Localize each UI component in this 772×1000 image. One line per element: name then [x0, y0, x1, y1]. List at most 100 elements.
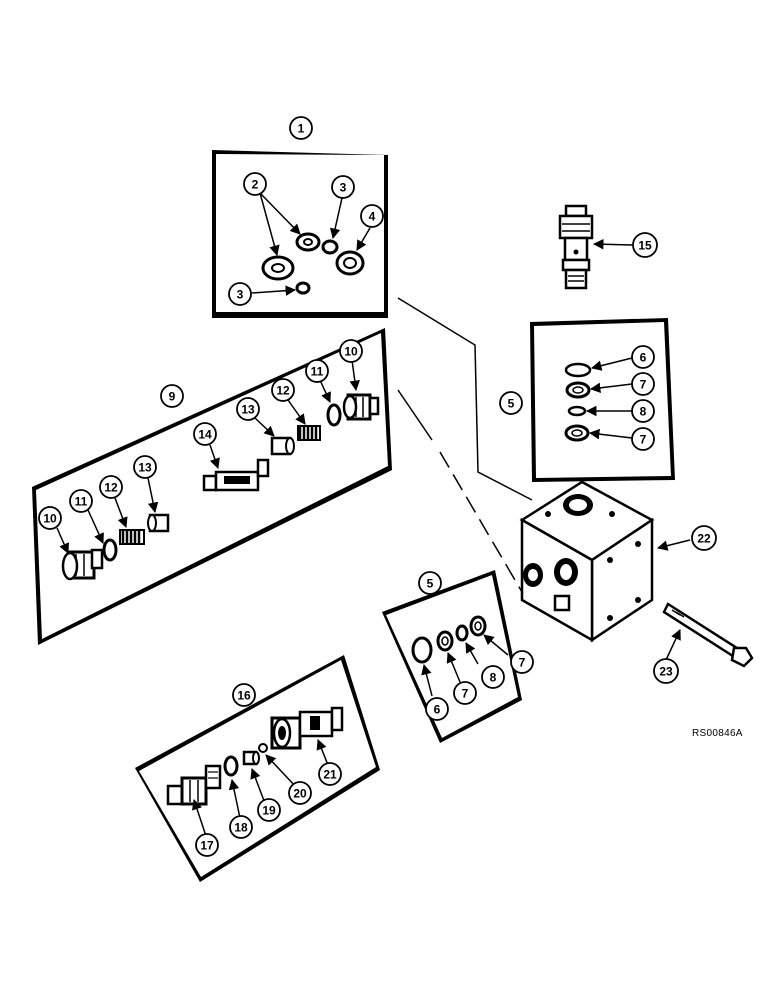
svg-text:2: 2 [252, 178, 259, 192]
ring-7-lower-b [469, 615, 487, 637]
callout-21: 21 [318, 762, 342, 786]
callout-2: 2 [243, 172, 267, 196]
valve-body-22 [519, 480, 655, 643]
callout-6-upper: 6 [631, 345, 655, 369]
ring-11-right [326, 403, 342, 427]
callout-19: 19 [257, 798, 281, 822]
svg-text:19: 19 [262, 804, 276, 818]
callout-10-right: 10 [339, 339, 363, 363]
o-ring-3-upper [321, 239, 339, 255]
svg-text:8: 8 [640, 405, 647, 419]
backup-ring-4 [335, 250, 365, 276]
callout-17: 17 [195, 833, 219, 857]
plug-10-right [342, 393, 380, 421]
svg-text:8: 8 [490, 671, 497, 685]
callout-5-lower: 5 [418, 571, 442, 595]
svg-text:6: 6 [640, 351, 647, 365]
seal-ring-2-small [295, 232, 321, 252]
svg-text:21: 21 [323, 768, 337, 782]
callout-20: 20 [288, 781, 312, 805]
callout-8-lower: 8 [481, 665, 505, 689]
ring-7-upper-a [565, 381, 591, 399]
svg-text:13: 13 [138, 461, 152, 475]
callout-10-left: 10 [38, 506, 62, 530]
svg-text:12: 12 [276, 384, 290, 398]
svg-text:7: 7 [640, 433, 647, 447]
seal-ring-2-large [261, 255, 295, 281]
svg-text:7: 7 [640, 378, 647, 392]
svg-text:4: 4 [369, 210, 376, 224]
ring-18 [223, 755, 239, 777]
relief-cartridge-15 [558, 204, 594, 290]
ring-11-left [102, 538, 118, 562]
svg-text:22: 22 [697, 532, 711, 546]
callout-4: 4 [360, 204, 384, 228]
svg-text:13: 13 [241, 403, 255, 417]
ring-7-lower-a [436, 630, 454, 652]
svg-text:11: 11 [311, 365, 324, 379]
panel-kit-5-lower [382, 570, 522, 743]
callout-13-left: 13 [133, 455, 157, 479]
svg-text:7: 7 [519, 656, 526, 670]
ring-8-upper [567, 405, 587, 417]
svg-text:5: 5 [427, 577, 434, 591]
svg-text:3: 3 [237, 288, 244, 302]
svg-text:7: 7 [462, 687, 469, 701]
callout-6-lower: 6 [425, 697, 449, 721]
callout-5-upper: 5 [499, 391, 523, 415]
callout-22: 22 [691, 525, 717, 551]
svg-text:10: 10 [344, 345, 358, 359]
svg-text:10: 10 [43, 512, 57, 526]
svg-text:14: 14 [198, 428, 212, 442]
ball-20 [258, 743, 268, 753]
drawing-reference-number: RS00846A [692, 728, 743, 739]
svg-text:16: 16 [237, 689, 251, 703]
panel-kit-5-upper [530, 318, 675, 482]
spacer-13-left [147, 513, 170, 533]
callout-15: 15 [632, 232, 658, 258]
callout-23: 23 [653, 658, 679, 684]
plug-10-left [61, 548, 104, 581]
callout-7-upper-b: 7 [631, 427, 655, 451]
callout-7-lower-a: 7 [453, 681, 477, 705]
callout-9: 9 [160, 384, 184, 408]
callout-12-left: 12 [99, 475, 123, 499]
callout-16: 16 [232, 683, 256, 707]
callout-7-lower-b: 7 [510, 650, 534, 674]
callout-11-left: 11 [69, 489, 93, 513]
svg-text:23: 23 [659, 665, 673, 679]
bolt-23 [662, 602, 754, 668]
svg-text:20: 20 [293, 787, 307, 801]
svg-text:3: 3 [340, 181, 347, 195]
callout-7-upper-a: 7 [631, 372, 655, 396]
ring-7-upper-b [564, 424, 590, 442]
svg-text:17: 17 [200, 839, 214, 853]
spool-14 [202, 458, 270, 492]
adapter-21 [270, 706, 344, 750]
svg-text:12: 12 [104, 481, 118, 495]
callout-3-upper: 3 [331, 175, 355, 199]
callout-8-upper: 8 [631, 399, 655, 423]
callout-12-right: 12 [271, 378, 295, 402]
callout-1: 1 [289, 116, 313, 140]
spacer-13-right [270, 436, 295, 456]
callout-14: 14 [193, 422, 217, 446]
spring-12-left [119, 529, 145, 545]
o-ring-3-lower [295, 281, 311, 295]
svg-text:9: 9 [169, 390, 176, 404]
sleeve-19 [242, 750, 260, 766]
callout-13-right: 13 [236, 397, 260, 421]
svg-text:18: 18 [234, 821, 248, 835]
svg-text:5: 5 [508, 397, 515, 411]
svg-text:1: 1 [298, 122, 305, 136]
spring-12-right [297, 425, 321, 441]
svg-text:11: 11 [75, 495, 88, 509]
ring-6-lower [411, 636, 433, 664]
ring-6-upper [564, 362, 592, 378]
callout-11-right: 11 [305, 359, 329, 383]
callout-18: 18 [229, 815, 253, 839]
callout-3-lower: 3 [228, 282, 252, 306]
panel-kit-16 [135, 655, 380, 882]
svg-text:6: 6 [434, 703, 441, 717]
